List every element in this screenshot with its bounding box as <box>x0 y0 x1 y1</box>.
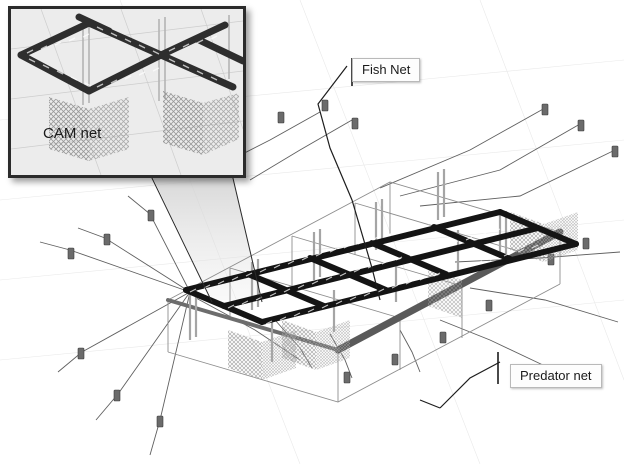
leader-predator-net-tail <box>419 399 441 409</box>
cam-net-caption: CAM net <box>43 125 102 142</box>
cam-net-detail-inset: CAM net <box>8 6 246 178</box>
mooring-buoys <box>67 99 619 428</box>
zoom-cone <box>150 172 262 300</box>
leader-predator-net <box>439 361 501 409</box>
truss-hatching <box>189 212 539 325</box>
label-predator-net[interactable]: Predator net <box>510 364 602 388</box>
cage-frame-truss <box>183 209 579 325</box>
label-fish-net[interactable]: Fish Net <box>352 58 421 82</box>
inset-cam-nets <box>49 91 239 161</box>
inset-illustration <box>11 9 243 175</box>
inset-connector-lines <box>149 173 263 303</box>
leader-fish-net <box>317 65 381 301</box>
inset-truss-hatching <box>26 26 218 88</box>
